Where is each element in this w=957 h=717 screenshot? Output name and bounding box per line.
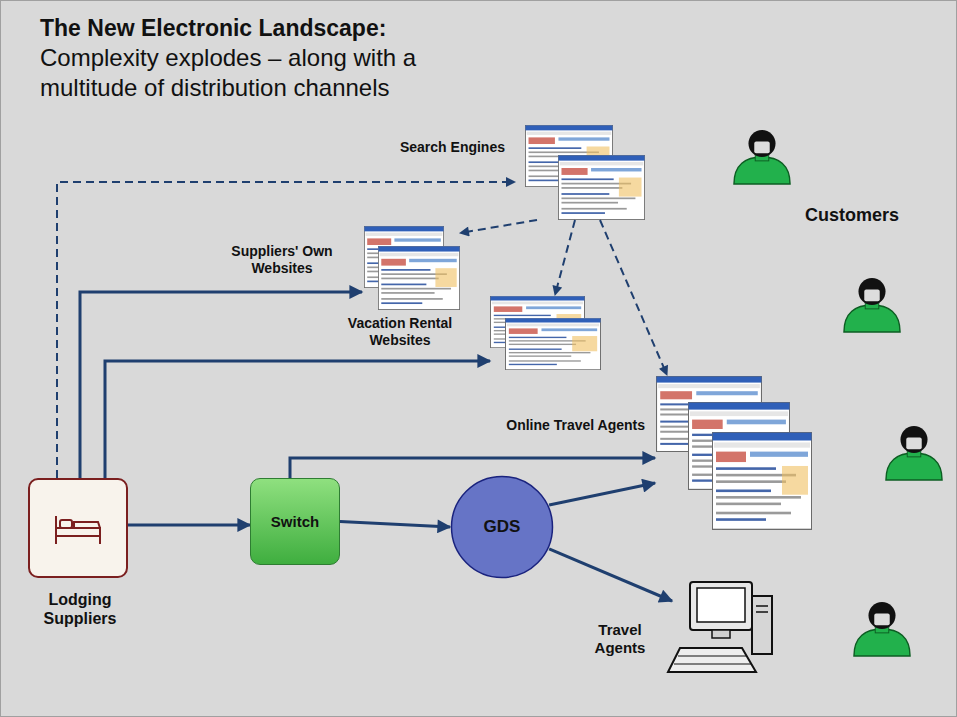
dashed-arrow	[555, 220, 575, 295]
bed-icon	[30, 480, 126, 576]
diagram-title: The New Electronic Landscape:	[40, 14, 490, 43]
flow-arrow	[549, 549, 672, 601]
supplier-websites: Suppliers' Own Websites	[362, 225, 460, 311]
node-label: Suppliers' Own Websites	[212, 243, 352, 277]
node-label: Search Engines	[375, 139, 505, 156]
lodging-suppliers: Lodging Suppliers	[28, 478, 128, 578]
node-label: Travel Agents	[584, 621, 656, 657]
node-label: Switch	[267, 513, 323, 530]
node-label: Online Travel Agents	[450, 417, 645, 434]
node-label: Vacation Rental Websites	[325, 315, 475, 349]
switch-box: Switch	[250, 478, 340, 565]
flow-arrow	[340, 522, 450, 528]
node-label: Lodging Suppliers	[20, 590, 140, 628]
group-label: Customers	[805, 205, 899, 226]
subtitle: Complexity explodes – along with a multi…	[40, 43, 480, 103]
flow-arrow	[105, 361, 490, 478]
dashed-arrow	[460, 220, 537, 233]
flow-arrow	[80, 292, 362, 478]
dashed-arrow	[600, 220, 667, 375]
flow-arrow	[290, 458, 655, 478]
flow-arrow	[549, 483, 655, 505]
travel-agents: Travel Agents	[672, 575, 774, 683]
gds-circle: GDS	[450, 475, 554, 579]
flow-arrow	[128, 524, 250, 527]
computer-icon	[668, 582, 772, 672]
dashed-arrow	[57, 182, 515, 478]
node-label: GDS	[480, 517, 525, 537]
vacation-rental-websites: Vacation Rental Websites	[490, 295, 602, 371]
online-travel-agents: Online Travel Agents	[655, 375, 813, 531]
heading-block: The New Electronic Landscape:Complexity …	[40, 14, 490, 103]
search-engines: Search Engines	[515, 125, 645, 220]
